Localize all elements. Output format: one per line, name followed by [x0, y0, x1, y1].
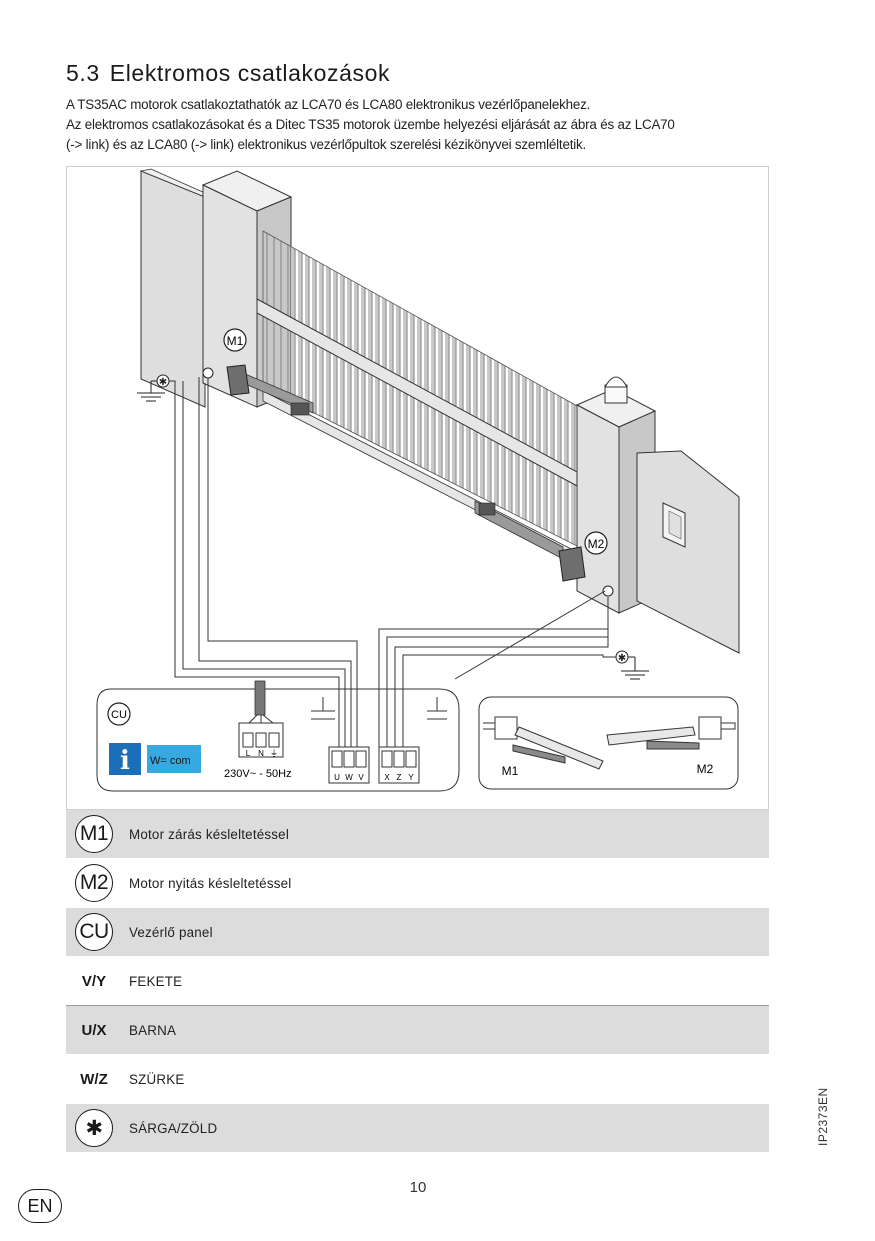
m1-badge: M1 — [75, 815, 113, 853]
inset-m1-drawing — [483, 716, 604, 770]
m2-operator — [474, 500, 586, 582]
legend-table: M1 Motor zárás késleltetéssel M2 Motor n… — [66, 810, 769, 1153]
legend-description: Vezérlő panel — [129, 924, 213, 940]
cable-gland-m1 — [202, 367, 214, 379]
power-terminal-label: N — [258, 749, 264, 758]
legend-row: M2 Motor nyitás késleltetéssel — [66, 859, 769, 908]
intro-line: (-> link) és az LCA80 (-> link) elektron… — [66, 137, 587, 152]
m1-callout — [223, 328, 247, 352]
earth-symbol-right: ✱ — [615, 650, 649, 680]
document-code: IP2373EN — [816, 1087, 830, 1146]
power-cable — [254, 680, 266, 716]
gate-illustration: M1 M2 ✱ ✱ — [96, 168, 740, 792]
m2-cable-bundle — [378, 590, 616, 765]
legend-description: Motor zárás késleltetéssel — [129, 826, 289, 842]
terminal-label: V — [358, 773, 364, 782]
legend-row: CU Vezérlő panel — [66, 908, 769, 957]
terminal-label: W — [345, 773, 353, 782]
inset-m1-label: M1 — [502, 764, 519, 778]
legend-description: BARNA — [129, 1022, 177, 1038]
wire-code: U/X — [81, 1021, 107, 1039]
m2-callout — [584, 531, 608, 555]
keypad-icon — [662, 502, 686, 548]
info-icon — [109, 743, 141, 775]
capacitor-symbol-right — [427, 697, 447, 720]
svg-text:✱: ✱ — [618, 653, 626, 664]
wiring-diagram: M1 M2 ✱ ✱ — [66, 166, 769, 810]
right-wall — [636, 450, 740, 654]
power-terminal-label: ⏚ — [270, 749, 278, 758]
terminal-block-xzy — [378, 746, 420, 784]
language-badge: EN — [18, 1189, 62, 1223]
legend-description: SZÜRKE — [129, 1071, 185, 1087]
cable-gland-m2 — [602, 585, 614, 597]
control-unit-outline — [96, 688, 460, 792]
cu-badge: CU — [75, 913, 113, 951]
cu-callout — [107, 702, 131, 726]
legend-row: W/Z SZÜRKE — [66, 1055, 769, 1104]
svg-text:✱: ✱ — [159, 377, 167, 388]
intro-line: Az elektromos csatlakozásokat és a Ditec… — [66, 117, 675, 132]
legend-row: ✱ SÁRGA/ZÖLD — [66, 1104, 769, 1153]
intro-text: A TS35AC motorok csatlakoztathatók az LC… — [66, 95, 786, 155]
m1-cable-bundle — [169, 377, 358, 765]
info-label: W= com — [150, 755, 191, 767]
terminal-label: X — [384, 773, 390, 782]
power-terminal-block — [238, 714, 284, 758]
terminal-label: Z — [397, 773, 402, 782]
legend-row: M1 Motor zárás késleltetéssel — [66, 810, 769, 859]
m1-callout-label: M1 — [227, 334, 244, 348]
terminal-label: U — [334, 773, 340, 782]
page-number: 10 — [409, 1179, 427, 1196]
m2-badge: M2 — [75, 864, 113, 902]
info-icon-glyph: i — [120, 746, 130, 776]
inset-m2-label: M2 — [697, 762, 714, 776]
terminal-block-uwv — [328, 746, 370, 784]
power-terminal-label: L — [246, 749, 251, 758]
left-wall — [139, 168, 206, 408]
legend-row: U/X BARNA — [66, 1006, 769, 1055]
wire-code: W/Z — [80, 1070, 108, 1088]
intro-line: A TS35AC motorok csatlakoztathatók az LC… — [66, 97, 591, 112]
m2-callout-label: M2 — [588, 537, 605, 551]
capacitor-symbol-left — [311, 697, 335, 720]
legend-row: V/Y FEKETE — [66, 957, 769, 1006]
inset-m2-drawing — [606, 716, 736, 750]
legend-description: SÁRGA/ZÖLD — [129, 1120, 218, 1136]
m1-operator — [226, 364, 314, 416]
cu-callout-label: CU — [111, 709, 127, 721]
section-title: 5.3 Elektromos csatlakozások — [66, 60, 390, 87]
earth-symbol-left: ✱ — [137, 374, 170, 402]
earth-badge-icon: ✱ — [75, 1109, 113, 1147]
section-title-text: Elektromos csatlakozások — [109, 60, 391, 86]
section-number: 5.3 — [66, 60, 100, 86]
terminal-label: Y — [408, 773, 414, 782]
wire-code: V/Y — [81, 972, 107, 990]
info-label-box — [147, 745, 201, 773]
flashing-lamp-icon — [604, 376, 628, 404]
legend-description: FEKETE — [129, 973, 183, 989]
power-supply-label: 230V~ - 50Hz — [224, 768, 292, 780]
legend-description: Motor nyitás késleltetéssel — [129, 875, 292, 891]
